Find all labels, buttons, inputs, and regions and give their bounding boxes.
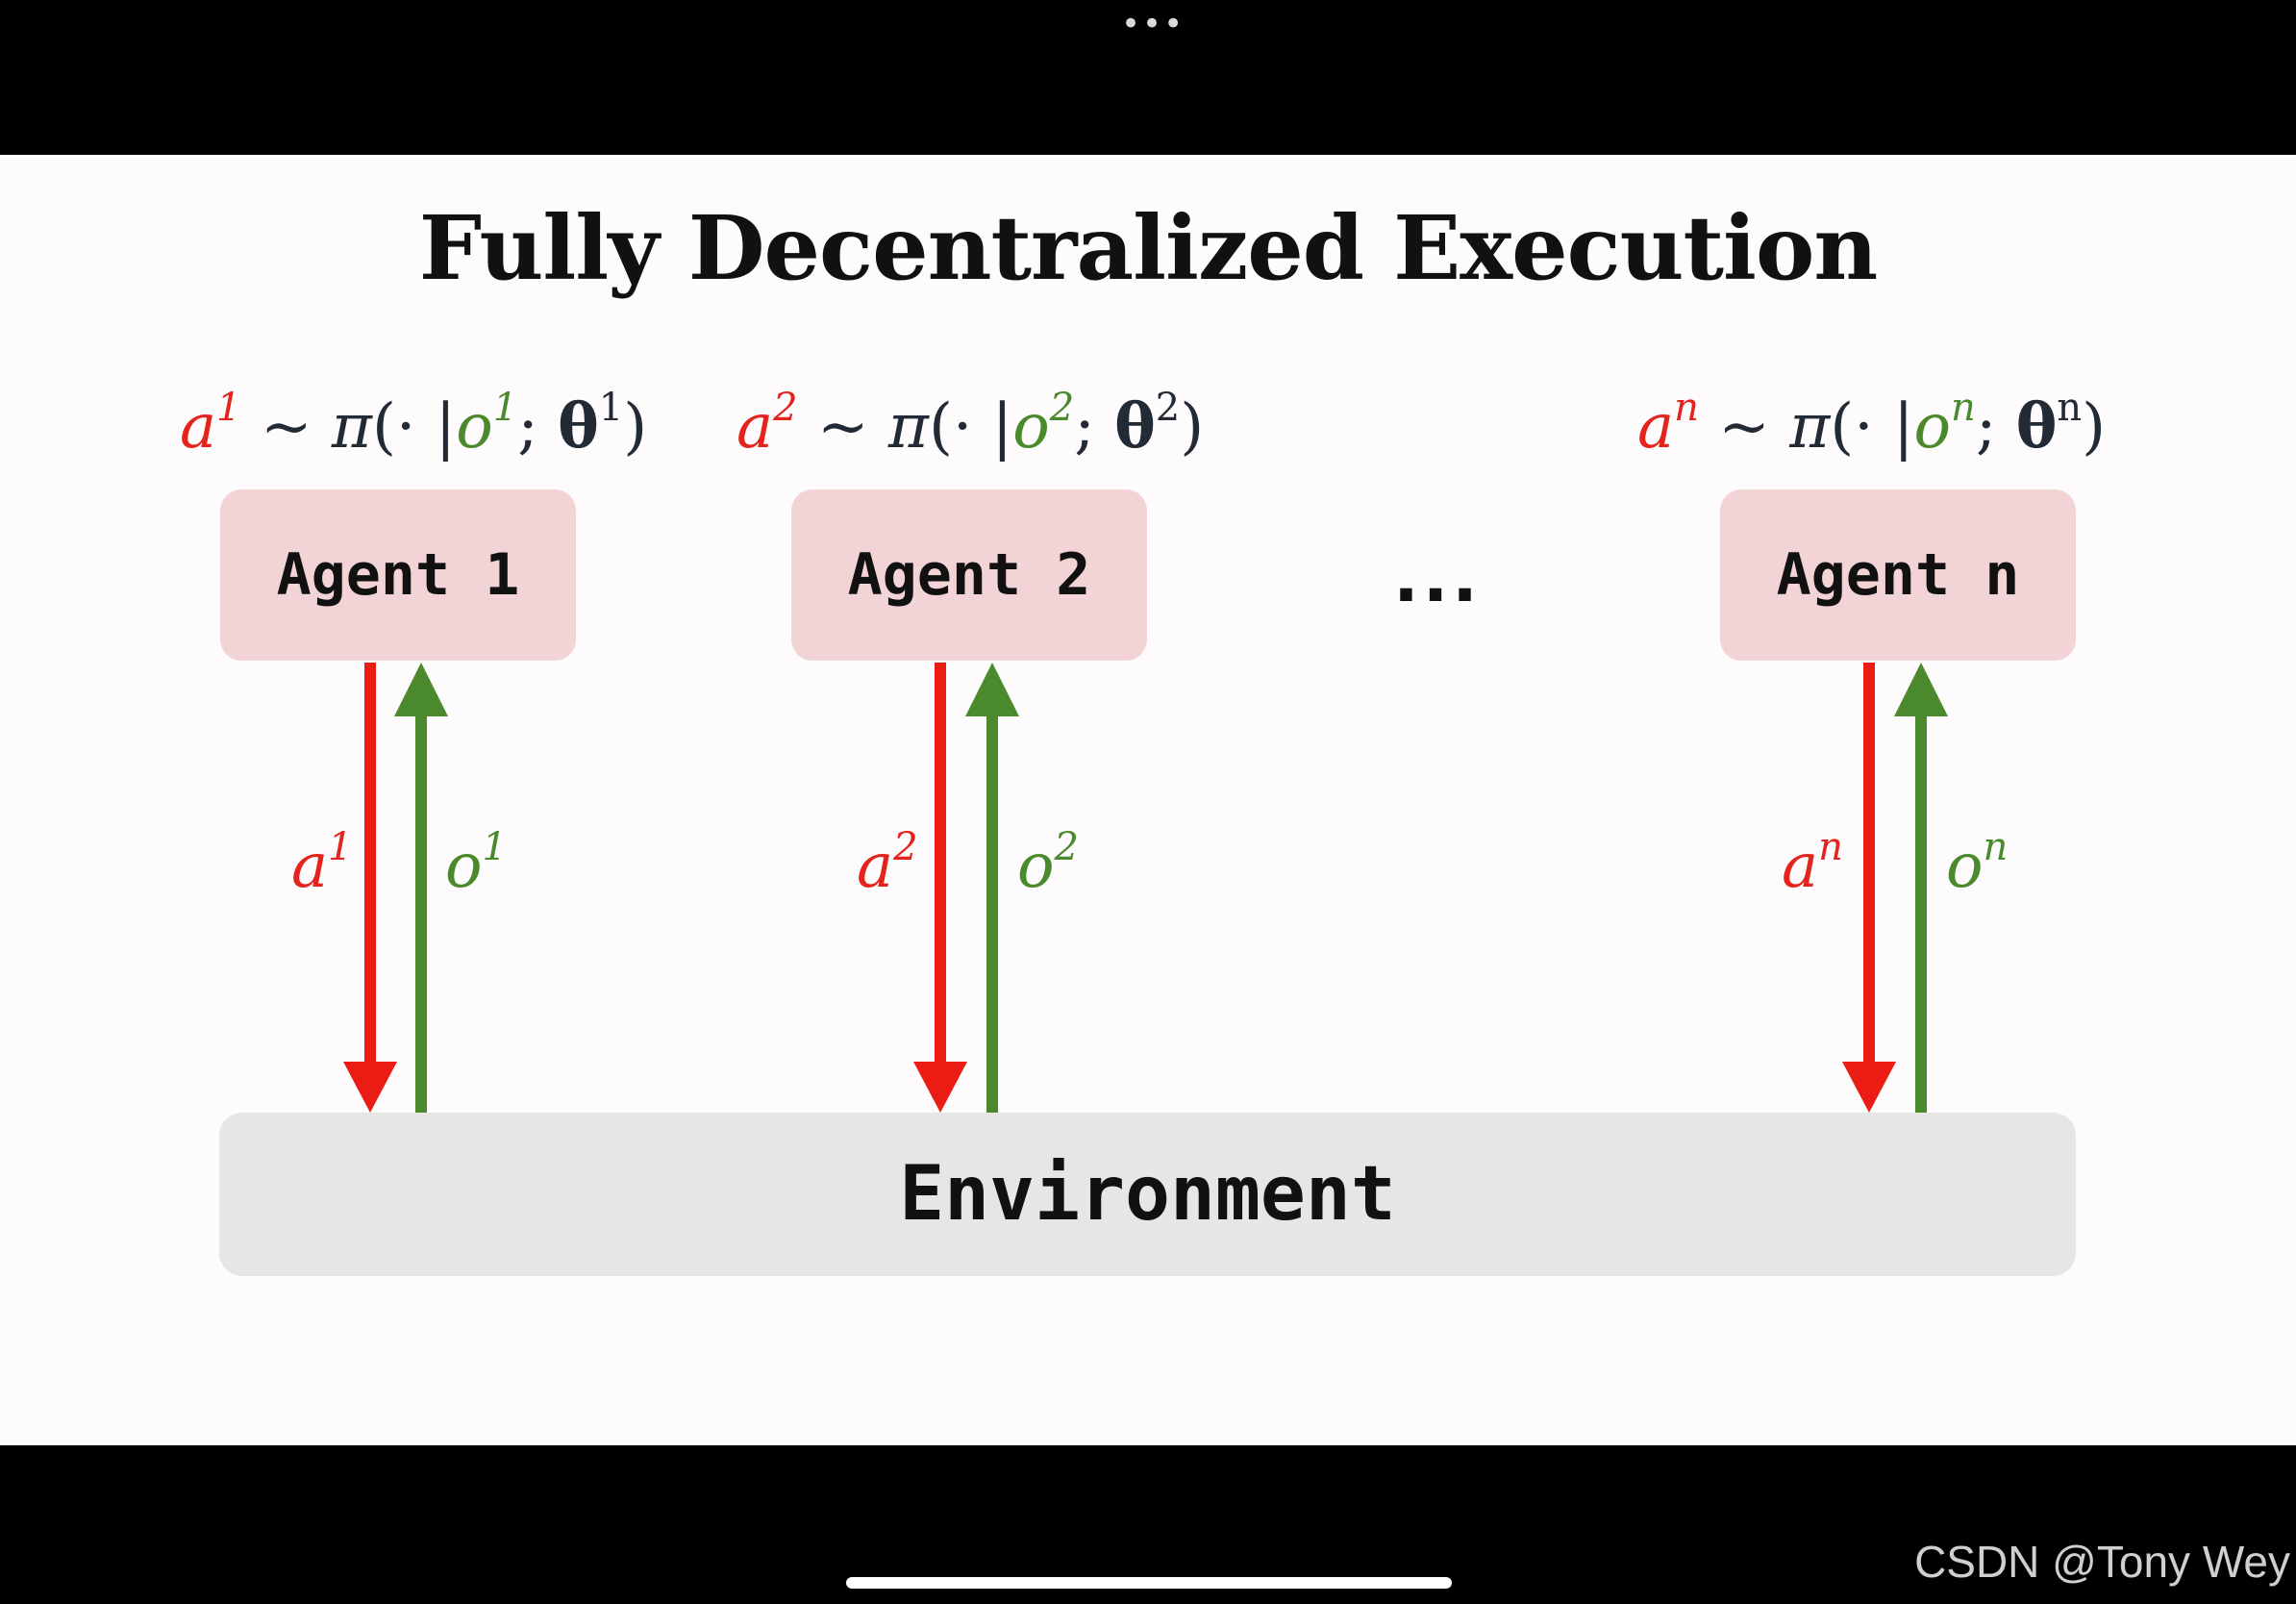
observation-label-symbol: o: [1946, 831, 1984, 902]
agent-2-label: Agent 2: [847, 541, 1091, 609]
formula-close: ): [1180, 391, 1205, 463]
slide: Fully Decentralized Execution a1 ~ π(· |…: [0, 155, 2296, 1445]
agent-1-box: Agent 1: [220, 489, 576, 661]
policy-formula-agent-2: a2 ~ π(· |o2; θ2): [736, 388, 1204, 465]
action-symbol: a: [180, 391, 217, 463]
formula-close: ): [623, 391, 648, 463]
environment-box: Environment: [219, 1113, 2076, 1276]
bottom-bar: CSDN @Tony Wey: [0, 1445, 2296, 1604]
slide-title: Fully Decentralized Execution: [418, 196, 1878, 300]
action-label-symbol: a: [857, 831, 894, 902]
formula-open: (· |: [928, 391, 1013, 463]
sim-symbol: ~: [260, 391, 312, 463]
observation-label-superscript: 2: [1054, 825, 1079, 869]
sim-symbol: ~: [1718, 391, 1770, 463]
action-arrow-n-head: [1842, 1062, 1896, 1113]
action-label-n: an: [1782, 828, 1843, 905]
observation-superscript: 2: [1049, 386, 1075, 430]
agent-n-label: Agent n: [1776, 541, 2020, 609]
policy-symbol: π: [331, 391, 372, 463]
observation-superscript: 1: [492, 386, 518, 430]
policy-formula-agent-n: an ~ π(· |on; θn): [1637, 388, 2106, 465]
action-label-2: a2: [857, 828, 918, 905]
action-label-superscript: 1: [328, 825, 353, 869]
theta-superscript: 2: [1155, 386, 1181, 430]
formula-open: (· |: [371, 391, 457, 463]
observation-arrow-2-head: [965, 663, 1019, 716]
formula-separator: ;: [1975, 391, 1997, 463]
formula-separator: ;: [517, 391, 538, 463]
action-superscript: 1: [216, 386, 241, 430]
agent-1-label: Agent 1: [276, 541, 520, 609]
formula-close: ): [2082, 391, 2107, 463]
action-label-superscript: n: [1818, 825, 1843, 869]
observation-symbol: o: [1913, 391, 1952, 463]
formula-separator: ;: [1074, 391, 1095, 463]
observation-label-1: o1: [445, 828, 507, 905]
action-superscript: 2: [773, 386, 798, 430]
home-indicator[interactable]: [846, 1577, 1452, 1589]
theta-symbol: θ: [558, 390, 599, 463]
observation-label-2: o2: [1017, 828, 1079, 905]
action-arrow-2-head: [913, 1062, 967, 1113]
observation-label-n: on: [1946, 828, 2008, 905]
observation-label-superscript: n: [1983, 825, 2009, 869]
action-arrow-1-head: [343, 1062, 397, 1113]
theta-symbol: θ: [1114, 390, 1156, 463]
action-symbol: a: [1637, 391, 1675, 463]
theta-superscript: n: [2057, 386, 2083, 430]
policy-symbol: π: [887, 391, 929, 463]
observation-symbol: o: [1012, 391, 1050, 463]
policy-formula-agent-1: a1 ~ π(· |o1; θ1): [180, 388, 647, 465]
formula-open: (· |: [1830, 391, 1914, 463]
action-label-symbol: a: [1782, 831, 1819, 902]
action-superscript: n: [1674, 386, 1699, 430]
theta-symbol: θ: [2015, 390, 2058, 463]
more-dots-icon[interactable]: •••: [1121, 5, 1185, 43]
agent-n-box: Agent n: [1720, 489, 2076, 661]
action-label-superscript: 2: [893, 825, 918, 869]
action-symbol: a: [736, 391, 774, 463]
theta-superscript: 1: [598, 386, 624, 430]
observation-label-symbol: o: [1017, 831, 1055, 902]
observation-superscript: n: [1951, 386, 1976, 430]
environment-label: Environment: [899, 1151, 1396, 1238]
observation-label-symbol: o: [445, 831, 483, 902]
arrows: [343, 663, 1948, 1113]
top-bar: •••: [0, 0, 2296, 155]
ellipsis: ...: [1393, 539, 1482, 617]
watermark: CSDN @Tony Wey: [1914, 1537, 2290, 1587]
observation-label-superscript: 1: [482, 825, 507, 869]
observation-symbol: o: [456, 391, 493, 463]
agent-2-box: Agent 2: [791, 489, 1147, 661]
observation-arrow-1-head: [394, 663, 448, 716]
action-label-1: a1: [291, 828, 353, 905]
sim-symbol: ~: [816, 391, 869, 463]
observation-arrow-n-head: [1894, 663, 1948, 716]
action-label-symbol: a: [291, 831, 329, 902]
policy-symbol: π: [1789, 391, 1831, 463]
